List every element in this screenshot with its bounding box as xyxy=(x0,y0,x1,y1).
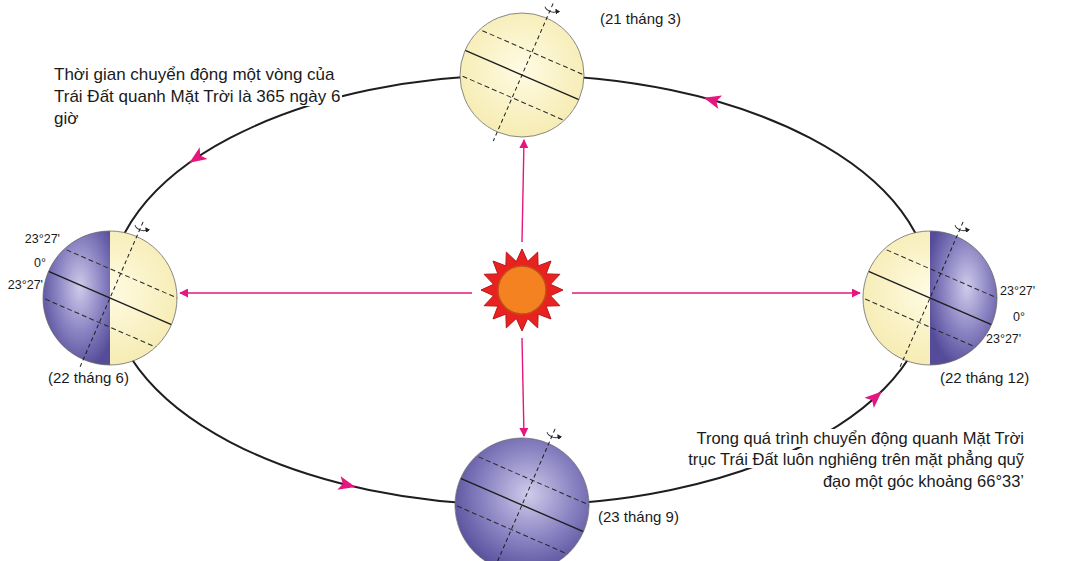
axis-line xyxy=(491,429,555,561)
rotation-arrow xyxy=(954,224,967,232)
rotation-arrow xyxy=(546,431,559,439)
earth-globe xyxy=(450,426,594,561)
orbit-direction-arrow xyxy=(337,476,357,494)
axis-line xyxy=(899,222,963,369)
note-text: Thời gian chuyển động một vòng của Trái … xyxy=(52,65,342,128)
globe-outline xyxy=(455,438,589,561)
equator-line xyxy=(461,478,584,531)
globe-outline xyxy=(863,231,997,365)
earth-globe xyxy=(858,219,1002,371)
night-half xyxy=(43,231,110,365)
earth-globe xyxy=(455,1,588,143)
tropic-line xyxy=(38,296,161,349)
latitude-label: 0° xyxy=(1013,310,1025,325)
tropic-line xyxy=(450,503,573,556)
sun-rays xyxy=(481,249,563,331)
tropic-line xyxy=(475,28,589,77)
earth-axis xyxy=(488,1,559,143)
latitude-lines xyxy=(450,454,594,557)
earth-axis xyxy=(894,219,969,371)
equator-line xyxy=(869,271,992,324)
orbit-direction-arrow xyxy=(864,386,886,408)
equator-line xyxy=(49,271,172,324)
latitude-label: 23°27' xyxy=(1000,284,1035,299)
date-label: (21 tháng 3) xyxy=(600,10,681,28)
globe-surface xyxy=(38,231,182,365)
latitude-label: 23°27' xyxy=(986,332,1021,347)
sunlight-arrow xyxy=(522,140,524,242)
rotation-arrow xyxy=(134,224,147,232)
sun-disc xyxy=(498,266,546,314)
orbit-direction-arrow xyxy=(186,147,208,168)
note-text: Trong quá trình chuyển động quanh Mặt Tr… xyxy=(686,429,1026,490)
latitude-lines xyxy=(858,247,1002,350)
earth-axis xyxy=(74,219,149,371)
globe-surface xyxy=(450,438,594,561)
date-label: (22 tháng 12) xyxy=(940,369,1029,387)
sunlight-arrow xyxy=(180,292,472,293)
latitude-label: 0° xyxy=(34,256,46,271)
sunlight-arrow xyxy=(522,338,524,436)
globe-outline xyxy=(43,231,177,365)
latitude-label: 23°27' xyxy=(8,278,43,293)
earth-axis xyxy=(486,426,561,561)
tropic-line xyxy=(455,73,569,122)
axis-line xyxy=(493,3,553,141)
globe-base xyxy=(455,438,589,561)
latitude-lines xyxy=(38,247,182,350)
axis-tilt-note: Trong quá trình chuyển động quanh Mặt Tr… xyxy=(681,428,1026,492)
sunlight-arrow xyxy=(572,292,860,293)
globe-surface xyxy=(858,231,1002,365)
date-label: (22 tháng 6) xyxy=(48,369,129,387)
orbit-direction-arrow xyxy=(702,91,722,109)
rotation-arrow xyxy=(544,5,557,13)
axis-line xyxy=(79,222,143,369)
globe-base xyxy=(863,231,997,365)
latitude-label: 23°27' xyxy=(25,232,60,247)
globe-base xyxy=(43,231,177,365)
tropic-line xyxy=(858,296,981,349)
date-label: (23 tháng 9) xyxy=(598,508,679,526)
period-note: Thời gian chuyển động một vòng của Trái … xyxy=(52,64,344,130)
